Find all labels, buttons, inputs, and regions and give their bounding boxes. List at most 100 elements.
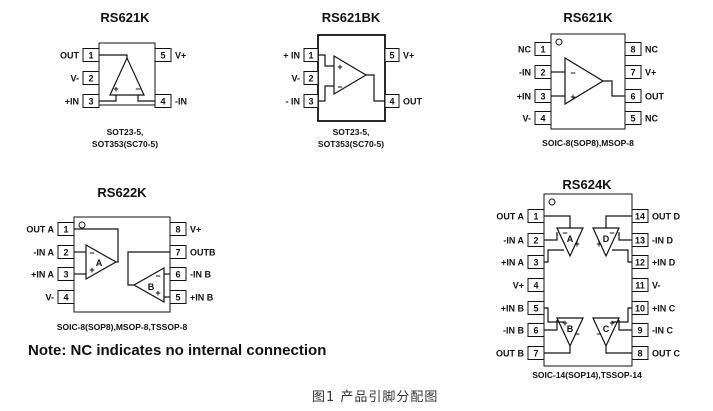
pin-label: V- bbox=[522, 114, 531, 124]
pin-label: -IN B bbox=[503, 326, 524, 336]
pin-label: V- bbox=[291, 74, 300, 84]
pin-label: -IN A bbox=[33, 248, 54, 258]
pin-label: OUT bbox=[645, 92, 665, 102]
pin-number: 1 bbox=[533, 212, 538, 222]
pin-number: 3 bbox=[308, 97, 313, 107]
wire bbox=[612, 249, 632, 263]
pin-number: 2 bbox=[540, 68, 545, 78]
polarity-sign: − bbox=[155, 271, 160, 281]
pin-box bbox=[82, 71, 100, 85]
wire bbox=[544, 346, 571, 354]
package-title: RS621K bbox=[100, 10, 150, 25]
package-title: RS621K bbox=[563, 10, 613, 25]
pin-label: OUT A bbox=[496, 212, 524, 222]
pin-label: -IN B bbox=[190, 270, 211, 280]
pin1-marker-dot bbox=[548, 198, 556, 206]
opamp-triangle-a bbox=[85, 243, 118, 281]
pin-number: 5 bbox=[389, 51, 394, 61]
package-footnote: SOT23-5, bbox=[333, 127, 370, 137]
pin-number: 5 bbox=[630, 114, 635, 124]
package-footnote: SOIC-8(SOP8),MSOP-8,TSSOP-8 bbox=[57, 322, 188, 332]
pin-number: 7 bbox=[630, 68, 635, 78]
nc-note: Note: NC indicates no internal connectio… bbox=[28, 342, 327, 359]
pin-label: -IN D bbox=[652, 236, 673, 246]
pin-number: 6 bbox=[630, 92, 635, 102]
polarity-sign: + bbox=[596, 239, 601, 249]
package-body bbox=[543, 193, 633, 367]
wire bbox=[612, 307, 632, 323]
pin-label: -IN bbox=[519, 68, 531, 78]
pin-box bbox=[534, 42, 552, 56]
opamp-symbols: −+ bbox=[551, 56, 625, 106]
pin-number: 1 bbox=[308, 51, 313, 61]
pin-label: +IN A bbox=[501, 258, 524, 268]
pin-number: 3 bbox=[63, 270, 68, 280]
pin-number: 6 bbox=[533, 326, 538, 336]
pin-number: 3 bbox=[88, 97, 93, 107]
wire bbox=[366, 74, 385, 102]
pin-number: 1 bbox=[63, 225, 68, 235]
pin-number: 5 bbox=[533, 304, 538, 314]
pin-number: 8 bbox=[175, 225, 180, 235]
wire bbox=[544, 307, 564, 323]
pin-label: OUT D bbox=[652, 212, 680, 222]
opamp-symbols: +− bbox=[318, 54, 385, 102]
pin-number: 8 bbox=[637, 349, 642, 359]
package-footnote: SOIC-14(SOP14),TSSOP-14 bbox=[532, 370, 642, 380]
wire bbox=[544, 232, 558, 241]
wire bbox=[618, 320, 632, 331]
pin-label: OUT bbox=[403, 97, 423, 107]
polarity-sign: − bbox=[135, 84, 140, 94]
polarity-sign: + bbox=[113, 84, 118, 94]
polarity-sign: + bbox=[570, 92, 575, 102]
pin-label: V+ bbox=[403, 51, 414, 61]
pin1-marker-dot bbox=[555, 38, 563, 46]
pin-label: +IN C bbox=[652, 304, 676, 314]
pin-number: 4 bbox=[533, 281, 538, 291]
pin-label: V- bbox=[70, 74, 79, 84]
pin-label: NC bbox=[645, 114, 658, 124]
pin-box bbox=[154, 48, 172, 62]
pin-number: 3 bbox=[540, 92, 545, 102]
pin-label: OUT C bbox=[652, 349, 680, 359]
package-footnote: SOT353(SC70-5) bbox=[92, 139, 158, 149]
wire bbox=[544, 215, 571, 228]
opamp-triangle bbox=[333, 54, 368, 96]
amp-label: A bbox=[96, 258, 103, 268]
pin-label: NC bbox=[645, 45, 658, 55]
polarity-sign: − bbox=[596, 329, 601, 339]
pin-number: 4 bbox=[160, 97, 165, 107]
package-footnote: SOIC-8(SOP8),MSOP-8 bbox=[542, 138, 634, 148]
pin-box bbox=[527, 278, 545, 292]
pin-number: 2 bbox=[63, 248, 68, 258]
pin-number: 14 bbox=[635, 212, 645, 222]
package-title: RS622K bbox=[97, 185, 147, 200]
polarity-sign: − bbox=[609, 228, 614, 238]
wire bbox=[137, 95, 155, 102]
pin-box bbox=[303, 71, 319, 85]
pin-label: OUTB bbox=[190, 248, 216, 258]
pin-number: 4 bbox=[389, 97, 394, 107]
polarity-sign: + bbox=[562, 318, 567, 328]
polarity-sign: − bbox=[574, 329, 579, 339]
pin-label: +IN bbox=[65, 97, 79, 107]
pin-box bbox=[169, 222, 187, 236]
package-title: RS621BK bbox=[322, 10, 381, 25]
amp-label: B bbox=[567, 324, 574, 334]
polarity-sign: − bbox=[570, 68, 575, 78]
pin-box bbox=[534, 111, 552, 125]
wire bbox=[127, 251, 170, 286]
pin-label: V+ bbox=[513, 281, 524, 291]
pin-label: V- bbox=[652, 281, 661, 291]
pin-number: 13 bbox=[635, 236, 645, 246]
pin-number: 1 bbox=[88, 51, 93, 61]
pin-number: 2 bbox=[308, 74, 313, 84]
pin-label: -IN C bbox=[652, 326, 673, 336]
wire bbox=[544, 320, 558, 331]
pin-number: 6 bbox=[175, 270, 180, 280]
